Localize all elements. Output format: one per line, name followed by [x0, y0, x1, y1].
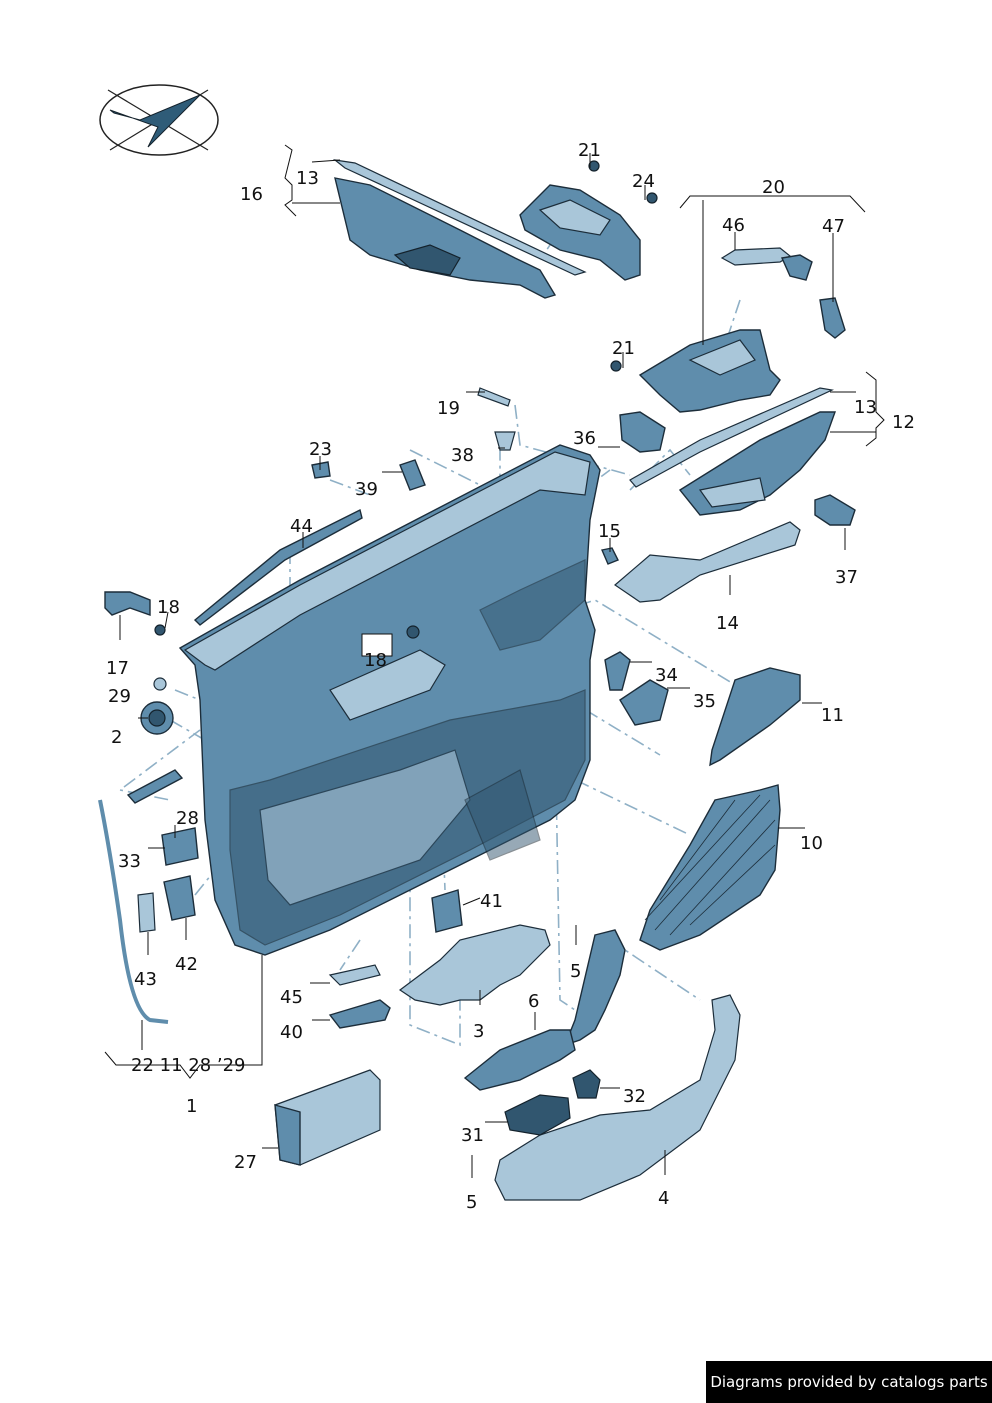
label-40: 40: [280, 1022, 303, 1043]
label-13-upper: 13: [296, 168, 319, 189]
label-35: 35: [693, 691, 716, 712]
label-5-upper: 5: [570, 961, 581, 982]
label-20: 20: [762, 177, 785, 198]
label-29: 29: [108, 686, 131, 707]
label-13-right: 13: [854, 397, 877, 418]
label-46: 46: [722, 215, 745, 236]
label-42: 42: [175, 954, 198, 975]
label-36: 36: [573, 428, 596, 449]
small-parts-right: [601, 494, 856, 565]
label-43: 43: [134, 969, 157, 990]
label-38: 38: [451, 445, 474, 466]
switch-plate-6: [463, 1029, 601, 1136]
label-24: 24: [632, 171, 655, 192]
left-small-parts: [98, 591, 420, 1024]
footer-credit: Diagrams provided by catalogs parts: [706, 1361, 992, 1403]
switch-34-35: [604, 651, 669, 726]
label-37: 37: [835, 567, 858, 588]
label-5-lower: 5: [466, 1192, 477, 1213]
label-18-lower: 18: [364, 650, 387, 671]
label-group-22-11-28-29: 22 11 28 ’29: [131, 1055, 246, 1076]
label-box-18: [361, 633, 393, 657]
label-44: 44: [290, 516, 313, 537]
label-3: 3: [473, 1021, 484, 1042]
label-1: 1: [186, 1096, 197, 1117]
label-16: 16: [240, 184, 263, 205]
label-34: 34: [655, 665, 678, 686]
label-19: 19: [437, 398, 460, 419]
label-21-upper: 21: [578, 140, 601, 161]
label-23: 23: [309, 439, 332, 460]
clip-41: [431, 889, 463, 933]
part-labels: 13 16 21 24 20 46 47 21 13 12 19 36 38 2…: [106, 140, 915, 1213]
speaker-grille-11: [709, 667, 801, 767]
label-33: 33: [118, 851, 141, 872]
label-11: 11: [821, 705, 844, 726]
label-32: 32: [623, 1086, 646, 1107]
label-39: 39: [355, 479, 378, 500]
handle-bracket-20: [610, 247, 846, 413]
label-28: 28: [176, 808, 199, 829]
label-41: 41: [480, 891, 503, 912]
bracket-upper: [519, 160, 658, 281]
label-6: 6: [528, 991, 539, 1012]
lamp-40-45: [328, 964, 391, 1029]
leader-lines: [104, 144, 885, 1178]
speaker-grille-10: [639, 784, 781, 951]
box-27: [274, 1069, 381, 1166]
label-15: 15: [598, 521, 621, 542]
right-trim-12: [619, 387, 836, 516]
strip-14: [614, 521, 801, 603]
label-31: 31: [461, 1125, 484, 1146]
check-in-ellipse-logo-icon: [99, 84, 219, 156]
tray-3: [398, 924, 551, 1006]
label-27: 27: [234, 1152, 257, 1173]
top-small-parts: [193, 387, 516, 626]
label-2: 2: [111, 727, 122, 748]
upper-trim-16: [332, 159, 587, 299]
label-45: 45: [280, 987, 303, 1008]
label-47: 47: [822, 216, 845, 237]
label-17: 17: [106, 658, 129, 679]
door-trim-panel: [178, 444, 601, 956]
label-21-lower: 21: [612, 338, 635, 359]
label-18-upper: 18: [157, 597, 180, 618]
label-4: 4: [658, 1188, 669, 1209]
label-10: 10: [800, 833, 823, 854]
label-12: 12: [892, 412, 915, 433]
label-14: 14: [716, 613, 739, 634]
